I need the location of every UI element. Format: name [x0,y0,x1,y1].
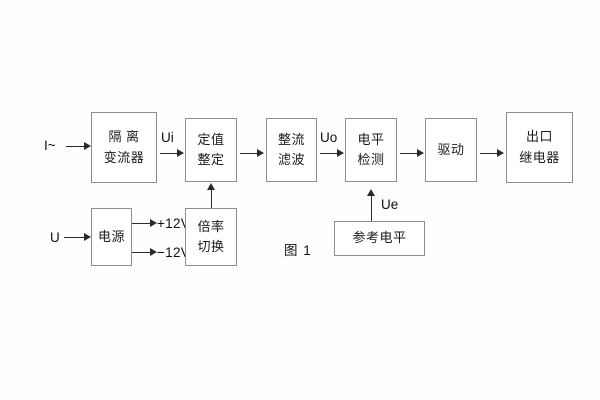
arrowhead-multiplier-to-setting [207,183,215,190]
connector-level-to-drive [400,153,417,154]
block-rectify-filter-line1: 整流 [277,131,305,147]
block-output-relay-line2: 继电器 [519,149,560,165]
block-setting-line1: 定值 [197,131,225,147]
arrowhead-rail-positive [150,219,157,227]
figure-caption: 图 1 [284,243,312,258]
current-input-label: I~ [44,138,56,153]
block-drive[interactable]: 驱动 [425,118,477,182]
connector-voltage-input [64,237,84,238]
arrowhead-current-input [84,142,91,150]
block-isolation-ct-line1: 隔 离 [108,129,140,145]
block-output-relay[interactable]: 出口 继电器 [506,112,573,183]
block-isolation-ct-line2: 变流器 [103,149,145,165]
signal-ue-label: Ue [381,197,399,212]
connector-setting-to-rectify [240,153,257,154]
connector-multiplier-to-setting [211,190,212,208]
connector-drive-to-relay [480,153,497,154]
block-rectify-filter[interactable]: 整流 滤波 [266,118,317,182]
connector-uo [320,153,337,154]
block-drive-line1: 驱动 [437,141,465,157]
voltage-input-label: U [50,230,60,245]
block-output-relay-line1: 出口 [525,129,553,145]
arrowhead-uo [337,149,344,157]
arrowhead-reference-to-level [367,189,375,196]
arrowhead-setting-to-rectify [257,149,264,157]
block-setting[interactable]: 定值 整定 [185,118,237,182]
signal-ui-label: Ui [161,130,174,145]
block-isolation-ct[interactable]: 隔 离 变流器 [91,112,157,183]
block-setting-line2: 整定 [197,152,225,167]
arrowhead-level-to-drive [417,149,424,157]
block-power-supply[interactable]: 电源 [91,208,132,266]
connector-rail-negative [132,252,150,253]
block-power-supply-line1: 电源 [97,228,125,244]
block-multiplier-switch[interactable]: 倍率 切换 [185,208,237,266]
block-multiplier-switch-line1: 倍率 [197,218,225,234]
block-level-detect-line1: 电平 [357,131,385,147]
arrowhead-rail-negative [150,248,157,256]
block-level-detect-line2: 检测 [357,152,385,167]
connector-rail-positive [132,223,150,224]
signal-uo-label: Uo [320,130,338,145]
block-reference-level-line1: 参考电平 [352,230,407,246]
connector-ui [160,153,177,154]
arrowhead-ui [177,149,184,157]
block-level-detect[interactable]: 电平 检测 [345,118,397,182]
connector-current-input [66,146,84,147]
rail-positive-label: +12V [157,216,191,231]
connector-reference-to-level [371,196,372,221]
block-multiplier-switch-line2: 切换 [197,239,225,254]
arrowhead-drive-to-relay [497,149,504,157]
rail-negative-label: −12V [157,245,191,260]
block-rectify-filter-line2: 滤波 [277,152,305,167]
arrowhead-voltage-input [84,233,91,241]
block-reference-level[interactable]: 参考电平 [334,221,425,256]
